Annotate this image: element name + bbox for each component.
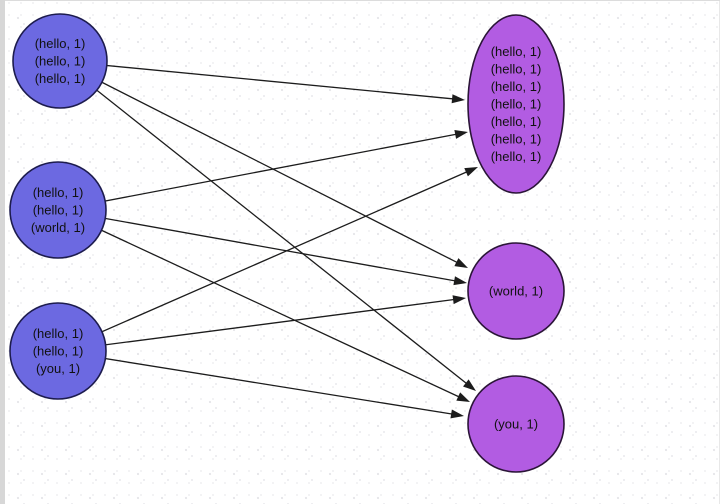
edge-mapper-2-to-reducer-hello[interactable] bbox=[57, 130, 468, 211]
node-label-line: (hello, 1) bbox=[491, 44, 542, 59]
edge-mapper-3-to-reducer-hello[interactable] bbox=[57, 167, 478, 352]
node-label-line: (hello, 1) bbox=[33, 203, 84, 218]
edge-line bbox=[57, 298, 457, 352]
reducer-shape bbox=[467, 375, 565, 473]
node-reducer-you[interactable]: (you, 1) bbox=[467, 375, 565, 473]
edge-line bbox=[57, 350, 455, 416]
node-label-line: (hello, 1) bbox=[33, 344, 84, 359]
edge-line bbox=[59, 60, 460, 265]
arrowhead-icon bbox=[450, 409, 464, 419]
mapper-shape bbox=[9, 302, 107, 400]
edge-mapper-1-to-reducer-world[interactable] bbox=[59, 60, 468, 268]
edge-mapper-2-to-reducer-world[interactable] bbox=[57, 209, 467, 286]
node-label-line: (hello, 1) bbox=[491, 149, 542, 164]
edge-mapper-2-to-reducer-you[interactable] bbox=[57, 209, 470, 402]
edge-line bbox=[59, 60, 469, 386]
reducer-shape bbox=[467, 14, 565, 194]
edge-mapper-1-to-reducer-you[interactable] bbox=[59, 60, 476, 391]
arrowhead-icon bbox=[452, 295, 466, 305]
node-label-line: (hello, 1) bbox=[491, 114, 542, 129]
reducer-shape bbox=[467, 242, 565, 340]
node-label-line: (hello, 1) bbox=[491, 62, 542, 77]
arrowhead-icon bbox=[453, 276, 467, 286]
arrowhead-icon bbox=[463, 379, 476, 391]
edge-line bbox=[59, 60, 456, 100]
edge-line bbox=[57, 209, 458, 282]
node-mapper-3[interactable]: (hello, 1) (hello, 1) (you, 1) bbox=[9, 302, 107, 400]
node-label-line: (hello, 1) bbox=[35, 36, 86, 51]
node-mapper-1[interactable]: (hello, 1) (hello, 1) (hello, 1) bbox=[12, 13, 108, 109]
arrowhead-icon bbox=[464, 167, 478, 177]
edge-line bbox=[57, 170, 470, 352]
edge-line bbox=[57, 209, 462, 399]
node-label-line: (hello, 1) bbox=[491, 132, 542, 147]
node-label-line: (you, 1) bbox=[494, 417, 538, 432]
node-label-line: (hello, 1) bbox=[491, 79, 542, 94]
node-label-line: (hello, 1) bbox=[35, 71, 86, 86]
node-label-line: (world, 1) bbox=[31, 220, 85, 235]
node-label-line: (hello, 1) bbox=[33, 326, 84, 341]
node-mapper-2[interactable]: (hello, 1) (hello, 1) (world, 1) bbox=[9, 161, 107, 259]
node-label-line: (hello, 1) bbox=[33, 185, 84, 200]
canvas-left-edge-strip bbox=[0, 0, 5, 504]
mapper-shape bbox=[9, 161, 107, 259]
node-label-line: (you, 1) bbox=[36, 361, 80, 376]
node-label-line: (hello, 1) bbox=[35, 54, 86, 69]
arrowhead-icon bbox=[451, 94, 465, 104]
edge-mapper-3-to-reducer-world[interactable] bbox=[57, 295, 466, 352]
arrowhead-icon bbox=[454, 130, 468, 139]
edge-mapper-3-to-reducer-you[interactable] bbox=[57, 350, 464, 419]
node-reducer-hello[interactable]: (hello, 1) (hello, 1) (hello, 1) (hello, 1)… bbox=[467, 14, 565, 194]
mapper-shape bbox=[12, 13, 108, 109]
node-reducer-world[interactable]: (world, 1) bbox=[467, 242, 565, 340]
edge-line bbox=[57, 133, 459, 211]
arrowhead-icon bbox=[454, 258, 468, 268]
node-label-line: (world, 1) bbox=[489, 284, 543, 299]
node-label-line: (hello, 1) bbox=[491, 97, 542, 112]
arrowhead-icon bbox=[456, 392, 470, 402]
edge-mapper-1-to-reducer-hello[interactable] bbox=[59, 60, 465, 104]
